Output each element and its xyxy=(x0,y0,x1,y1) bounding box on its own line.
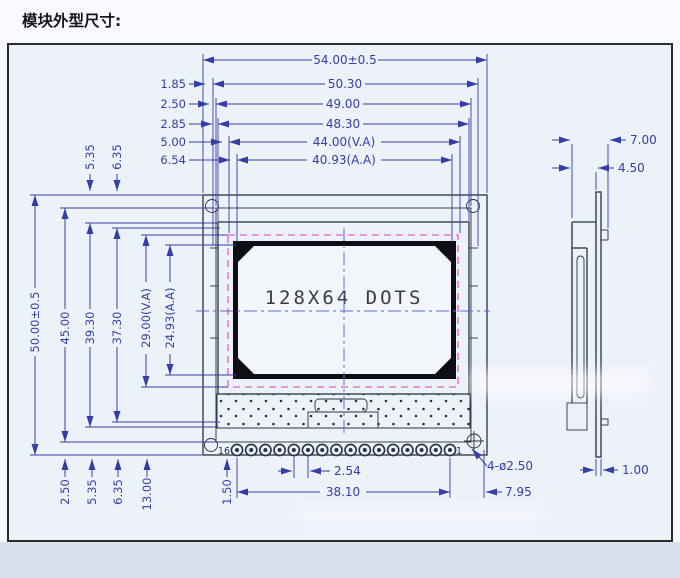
bottom-left-offset-callouts: 2.50 5.35 6.35 13.00 xyxy=(58,459,154,510)
front-view: 128X64 DOTS 16 1 xyxy=(196,194,490,457)
dimensions-top: 54.00±0.5 50.30 49.00 48.30 44.00(V.A) 4… xyxy=(160,53,488,246)
pin-hole xyxy=(306,448,310,452)
bezel-tabs xyxy=(210,247,478,339)
offset-bottom-5-35: 5.35 xyxy=(85,479,99,505)
pin-hole xyxy=(405,448,410,452)
top-offset-callouts: 1.85 2.50 2.85 5.00 6.54 xyxy=(160,77,230,167)
dim-mount-hole-callout: 4-ø2.50 xyxy=(487,459,533,473)
pin-hole xyxy=(249,448,254,452)
pin-hole xyxy=(334,448,339,452)
dim-total-height: 50.00±0.5 xyxy=(28,292,42,353)
dimensions-bottom: 2.54 38.10 7.95 1.50 4-ø2.50 xyxy=(220,448,533,505)
bottom-extension-lines xyxy=(236,450,485,498)
side-bezel-fold-bottom xyxy=(566,402,588,431)
dim-pin-pitch: 2.54 xyxy=(334,464,361,478)
pin-hole xyxy=(348,448,353,452)
pin-hole xyxy=(362,448,367,452)
pin-hole xyxy=(391,448,396,452)
pin-hole xyxy=(419,448,424,452)
dim-viewing-area-height: 29.00(V.A) xyxy=(139,288,153,348)
mount-hole-bottom-right-crosshair xyxy=(464,431,484,451)
dim-pin-to-edge: 7.95 xyxy=(505,485,532,499)
dim-pcb-thickness: 1.00 xyxy=(622,463,649,477)
dim-active-area-width: 40.93(A.A) xyxy=(312,153,376,167)
centerlines xyxy=(196,228,490,437)
pin-hole xyxy=(277,448,282,452)
side-extension-lines xyxy=(571,144,609,476)
top-left-offset-callouts: 5.35 6.35 xyxy=(83,144,124,191)
dimensions-side: 7.00 4.50 1.00 xyxy=(552,133,657,477)
top-extension-lines xyxy=(202,54,488,246)
glass-outline xyxy=(215,207,472,443)
offset-top-5-35: 5.35 xyxy=(83,144,97,170)
dim-width-50-30: 50.30 xyxy=(328,77,362,91)
offset-bottom-2-50: 2.50 xyxy=(58,479,72,505)
side-bezel-tab-top xyxy=(600,229,609,241)
display-corner-notches xyxy=(238,246,451,374)
pin-hole xyxy=(320,448,325,452)
dim-pin-bottom-offset: 1.50 xyxy=(220,479,234,505)
offset-bottom-6-35: 6.35 xyxy=(111,479,125,505)
dimensions-left: 50.00±0.5 45.00 39.30 37.30 29.00(V.A) 2… xyxy=(28,144,236,510)
offset-5-00: 5.00 xyxy=(160,135,186,149)
offset-top-6-35: 6.35 xyxy=(110,144,124,170)
dim-height-39-30: 39.30 xyxy=(83,312,97,345)
pin-hole xyxy=(263,448,268,452)
left-extension-lines xyxy=(30,194,236,456)
side-zebra-strip xyxy=(576,255,585,399)
pcb-outline xyxy=(202,194,488,456)
page-title: 模块外型尺寸: xyxy=(22,11,121,30)
pin-hole xyxy=(291,448,296,452)
offset-bottom-13-00: 13.00 xyxy=(140,478,154,511)
connector-block-large xyxy=(307,411,379,429)
pin-hole xyxy=(433,448,438,452)
dim-pin-row-span: 38.10 xyxy=(326,485,360,499)
dim-total-width: 54.00±0.5 xyxy=(313,53,377,67)
pin-hole xyxy=(235,448,239,452)
dim-width-48-30: 48.30 xyxy=(326,117,360,131)
dim-viewing-area-width: 44.00(V.A) xyxy=(313,135,375,149)
mount-hole-top-left xyxy=(205,199,219,213)
pin-number-first: 16 xyxy=(218,446,230,457)
display-resolution-text: 128X64 DOTS xyxy=(265,287,424,309)
offset-1-85: 1.85 xyxy=(160,77,186,91)
side-pcb xyxy=(595,191,602,458)
dim-bezel-to-pcb: 4.50 xyxy=(618,161,645,175)
mounting-holes xyxy=(204,199,484,452)
pin-row xyxy=(230,443,457,457)
dim-width-49-00: 49.00 xyxy=(326,97,360,111)
side-pin-stub xyxy=(600,418,609,426)
offset-6-54: 6.54 xyxy=(160,153,186,167)
bottom-strip xyxy=(0,542,680,578)
pin-hole xyxy=(448,448,452,452)
pin-hole xyxy=(377,448,381,452)
pin-number-last: 1 xyxy=(456,446,462,457)
mount-hole-bottom-left xyxy=(204,438,218,452)
dim-active-area-height: 24.93(A.A) xyxy=(163,287,177,348)
mount-hole-top-right xyxy=(466,199,480,213)
dim-height-37-30: 37.30 xyxy=(110,312,124,345)
offset-2-50: 2.50 xyxy=(160,97,186,111)
dim-total-thickness: 7.00 xyxy=(630,133,657,147)
dim-height-45-00: 45.00 xyxy=(58,312,72,345)
offset-2-85: 2.85 xyxy=(160,117,186,131)
